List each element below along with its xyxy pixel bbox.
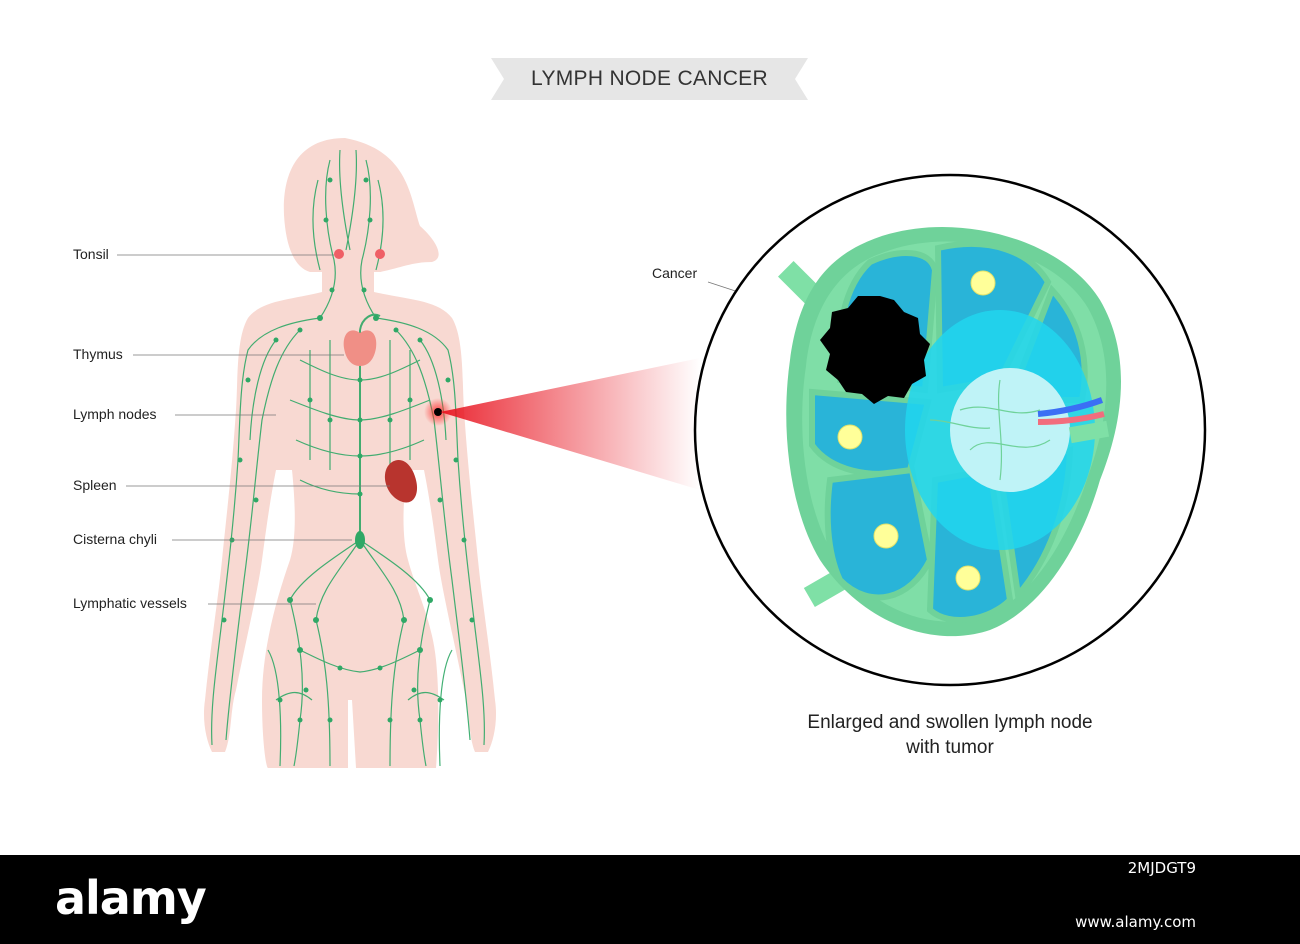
banner-shape	[491, 58, 808, 100]
footer-bar: alamy 2MJDGT9 www.alamy.com	[0, 855, 1300, 944]
caption-line-2: with tumor	[906, 737, 994, 758]
zoom-circle	[693, 173, 1207, 687]
footer-logo: alamy	[55, 871, 207, 925]
lymph-node-dots	[221, 177, 475, 723]
label-lymph-nodes: Lymph nodes	[73, 406, 157, 422]
cisterna-chyli	[355, 531, 365, 549]
spleen	[384, 460, 418, 503]
label-spleen: Spleen	[73, 477, 117, 493]
lymph-diagram	[117, 138, 1207, 768]
caption: Enlarged and swollen lymph node with tum…	[700, 710, 1200, 760]
label-lymphatic-vessels: Lymphatic vessels	[73, 595, 187, 611]
label-tonsil: Tonsil	[73, 246, 109, 262]
page-title: LYMPH NODE CANCER	[531, 67, 768, 90]
caption-line-1: Enlarged and swollen lymph node	[807, 712, 1093, 733]
thymus	[343, 330, 377, 366]
label-cancer: Cancer	[652, 265, 698, 281]
footer-url: www.alamy.com	[1075, 913, 1196, 931]
affected-node	[434, 408, 442, 416]
label-cisterna-chyli: Cisterna chyli	[73, 531, 158, 547]
tumor	[820, 296, 930, 404]
footer-image-id: 2MJDGT9	[1127, 859, 1196, 877]
label-thymus: Thymus	[73, 346, 123, 362]
zoom-beam	[440, 358, 700, 490]
body-silhouette	[203, 138, 497, 768]
title-banner: LYMPH NODE CANCER	[491, 58, 808, 100]
tonsils	[334, 249, 385, 259]
